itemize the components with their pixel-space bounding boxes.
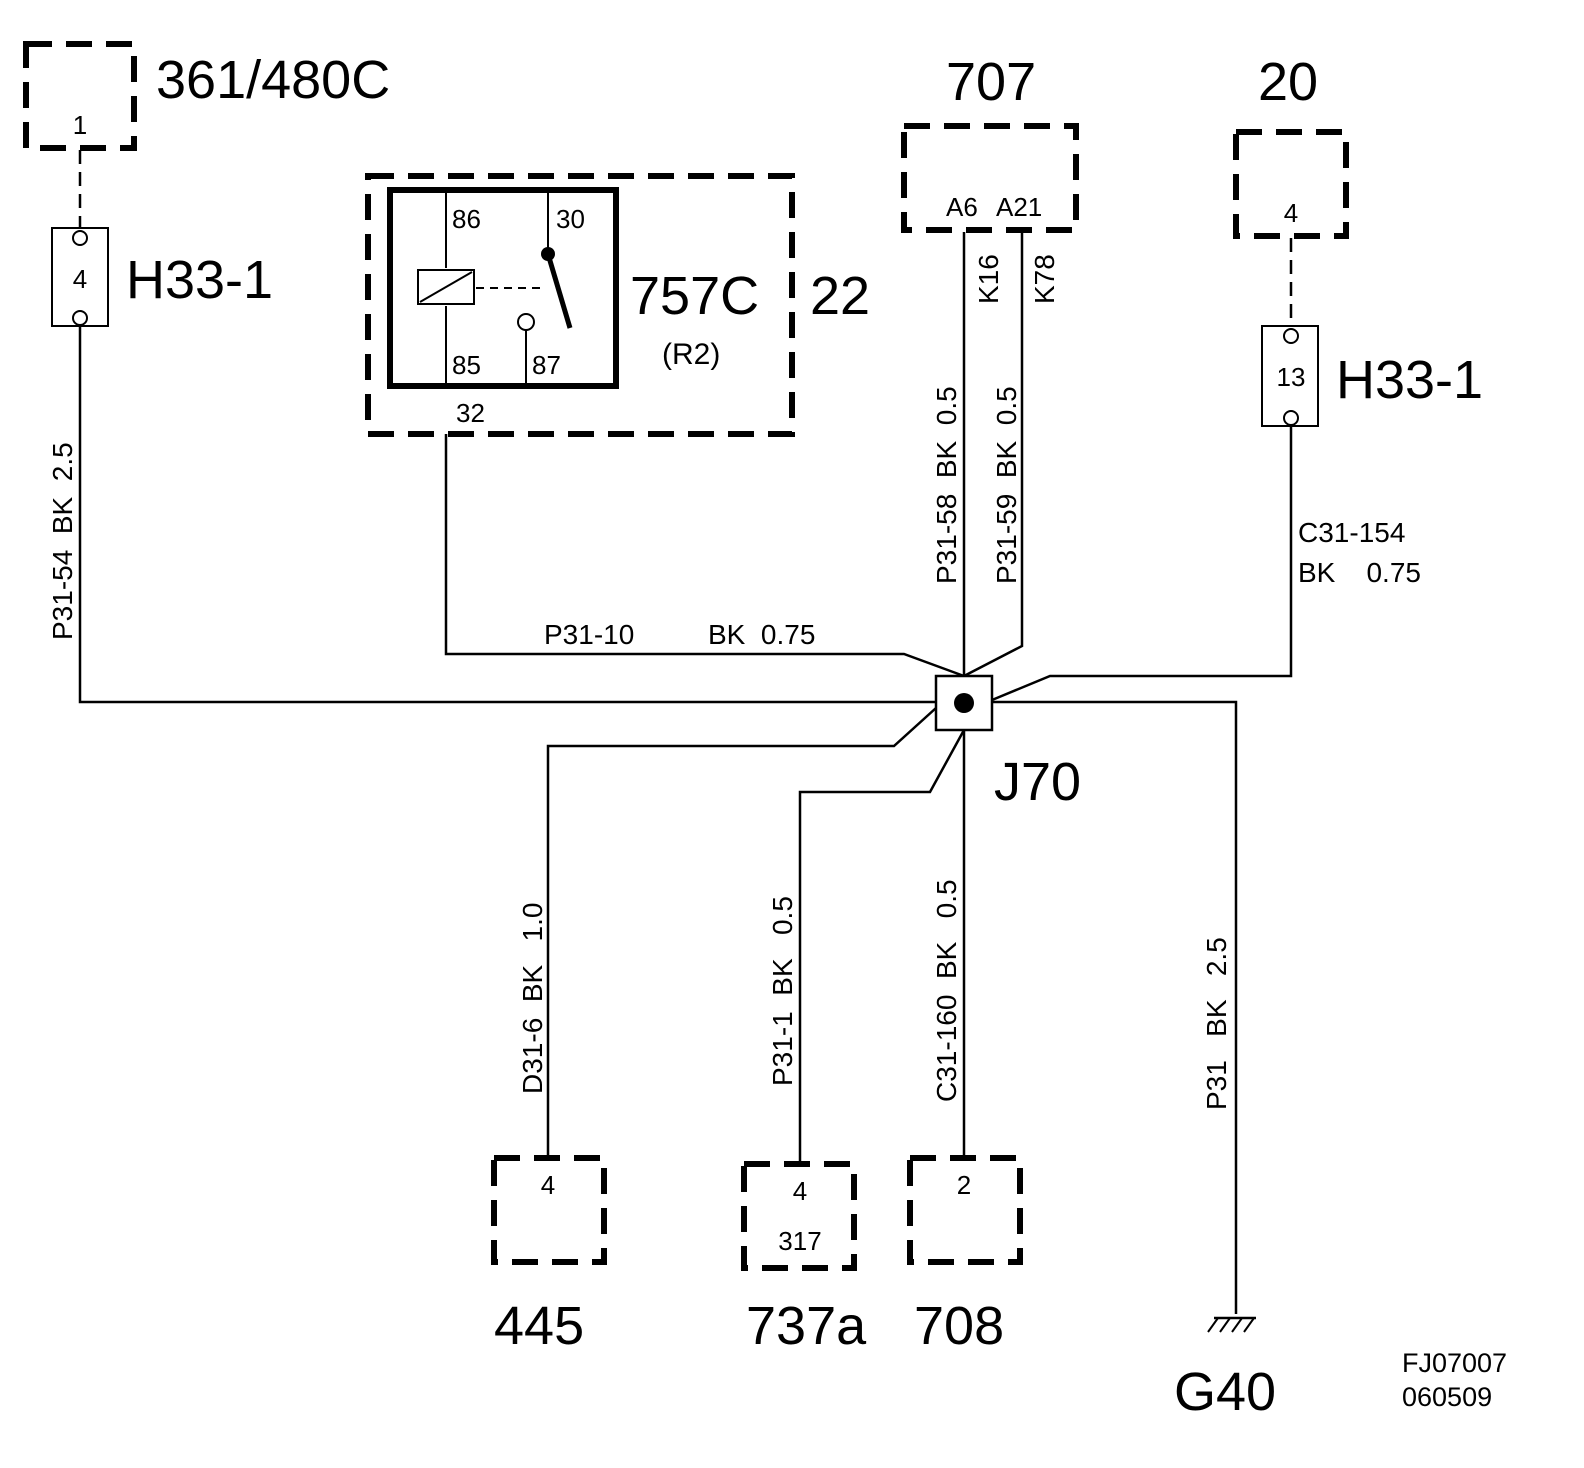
h33-right-label: H33-1 xyxy=(1336,350,1483,410)
connector-708-pin: 2 xyxy=(957,1170,971,1200)
h33-left-terminal-top xyxy=(72,230,88,246)
wire-label-c31-154-spec: BK 0.75 xyxy=(1298,557,1421,588)
connector-361-480c: 1 361/480C xyxy=(23,41,390,151)
wire-label-p31-59: P31-59 BK 0.5 xyxy=(991,386,1022,584)
connector-20-box xyxy=(1233,129,1349,239)
connector-707-label: 707 xyxy=(946,52,1036,112)
wire-c31-154 xyxy=(991,426,1293,702)
connector-361-label: 361/480C xyxy=(156,50,390,110)
ground-g40-label: G40 xyxy=(1174,1362,1276,1422)
wire-label-k16: K16 xyxy=(973,254,1004,304)
connector-707-pin-a6: A6 xyxy=(946,192,978,222)
wire-label-k78: K78 xyxy=(1029,254,1060,304)
relay-pin-87: 87 xyxy=(532,350,561,380)
ground-g40: G40 xyxy=(1174,1316,1276,1422)
connector-737a: 4 317 737a xyxy=(741,1161,867,1356)
wire-label-p31-10-id: P31-10 xyxy=(544,619,634,650)
relay-contact-87 xyxy=(517,313,535,331)
h33-left-terminal-bottom xyxy=(72,310,88,326)
connector-708-label: 708 xyxy=(914,1296,1004,1356)
wire-p31-ground xyxy=(992,700,1238,1314)
junction-j70-label: J70 xyxy=(994,752,1081,812)
connector-737a-pin: 4 xyxy=(793,1176,807,1206)
connector-445-label: 445 xyxy=(494,1296,584,1356)
wire-label-p31-58: P31-58 BK 0.5 xyxy=(931,386,962,584)
wire-label-c31-154-id: C31-154 xyxy=(1298,517,1405,548)
junction-j70: J70 xyxy=(934,674,1081,812)
wire-p31-54 xyxy=(78,326,938,704)
drawing-code: FJ07007 xyxy=(1402,1348,1507,1378)
connector-707-pin-a21: A21 xyxy=(996,192,1042,222)
h33-left-connector: 4 H33-1 xyxy=(51,227,273,327)
relay-pin-30: 30 xyxy=(556,204,585,234)
wire-label-d31-6: D31-6 BK 1.0 xyxy=(517,903,548,1094)
drawing-date: 060509 xyxy=(1402,1382,1492,1412)
connector-445-box xyxy=(491,1155,607,1265)
relay-pin-32: 32 xyxy=(456,398,485,428)
wire-p31-59 xyxy=(963,232,1024,678)
h33-right-terminal-top xyxy=(1283,328,1299,344)
h33-left-pin: 4 xyxy=(73,264,87,294)
connector-708: 2 708 xyxy=(907,1155,1023,1356)
relay-pin-85: 85 xyxy=(452,350,481,380)
wire-p31-10 xyxy=(444,434,965,678)
wire-d31-6 xyxy=(546,707,937,1160)
relay-pin-86: 86 xyxy=(452,204,481,234)
connector-20-label: 20 xyxy=(1258,52,1318,112)
relay-label: 757C xyxy=(630,266,759,326)
ground-hatch-4 xyxy=(1243,1317,1255,1333)
connector-445: 4 445 xyxy=(491,1155,607,1356)
wire-label-c31-160: C31-160 BK 0.5 xyxy=(931,879,962,1102)
connector-737a-label: 737a xyxy=(746,1296,867,1356)
wire-label-p31: P31 BK 2.5 xyxy=(1201,937,1232,1110)
relay-757c: 86 30 85 87 32 757C (R2) 22 xyxy=(365,173,870,437)
connector-737a-subpin: 317 xyxy=(778,1226,821,1256)
relay-coil-diagonal xyxy=(419,271,473,303)
module-22-box xyxy=(365,173,795,437)
h33-right-terminal-bottom xyxy=(1283,410,1299,426)
wire-label-p31-54: P31-54 BK 2.5 xyxy=(47,442,78,640)
connector-737a-box xyxy=(741,1161,857,1271)
relay-body xyxy=(387,187,619,389)
connector-708-box xyxy=(907,1155,1023,1265)
connector-445-pin: 4 xyxy=(541,1170,555,1200)
ground-hatch-1 xyxy=(1207,1317,1219,1333)
junction-j70-dot xyxy=(954,693,974,713)
connector-707: 707 A6 A21 xyxy=(901,52,1079,233)
relay-sublabel: (R2) xyxy=(662,338,720,371)
connector-20-pin: 4 xyxy=(1284,198,1298,228)
ground-hatch-2 xyxy=(1219,1317,1231,1333)
relay-switch-arm xyxy=(545,253,573,329)
connector-361-pin: 1 xyxy=(73,110,87,140)
connector-361-box xyxy=(23,41,137,151)
h33-right-pin: 13 xyxy=(1277,362,1306,392)
connector-20: 20 4 xyxy=(1233,52,1349,239)
ground-hatch-3 xyxy=(1231,1317,1243,1333)
h33-left-label: H33-1 xyxy=(126,250,273,310)
module-22-label: 22 xyxy=(810,266,870,326)
wire-label-p31-10-spec: BK 0.75 xyxy=(708,619,815,650)
wire-label-p31-1: P31-1 BK 0.5 xyxy=(767,896,798,1086)
wire-p31-1 xyxy=(798,729,966,1164)
h33-right-connector: 13 H33-1 xyxy=(1261,325,1483,427)
connector-707-box xyxy=(901,123,1079,233)
